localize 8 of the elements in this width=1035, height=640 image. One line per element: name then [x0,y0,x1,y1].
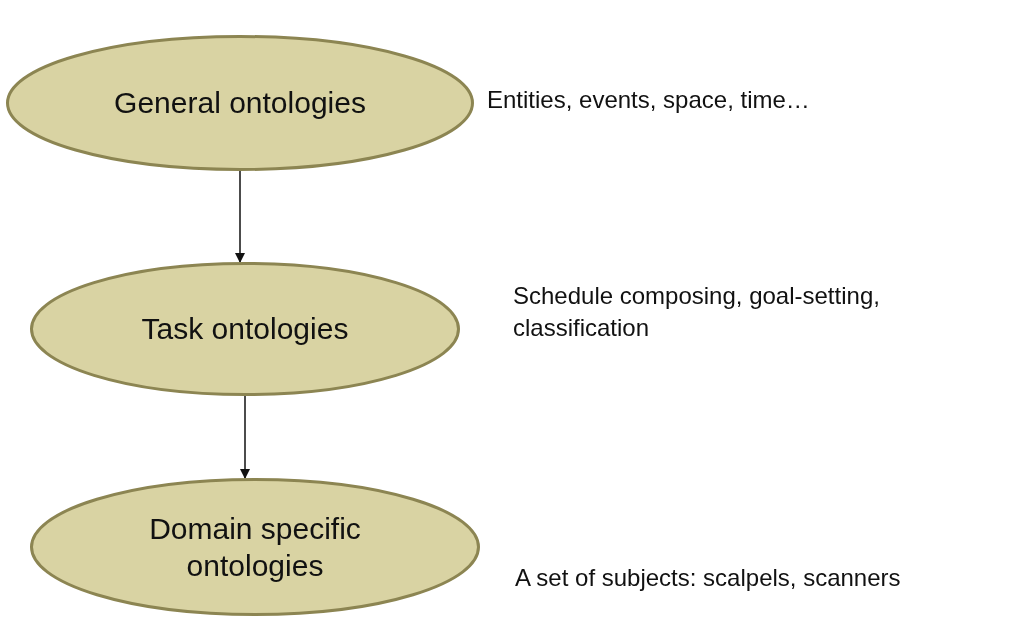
description-text: A set of subjects: scalpels, scanners [515,563,902,593]
node-label: Domain specific ontologies [148,510,362,584]
description-text: Schedule composing, goal-setting, classification [513,281,881,344]
description-text: Entities, events, space, time… [487,85,811,115]
arrow [235,170,245,263]
node-label: Task ontologies [141,311,349,348]
arrow [240,395,250,479]
node-label: General ontologies [114,85,366,122]
